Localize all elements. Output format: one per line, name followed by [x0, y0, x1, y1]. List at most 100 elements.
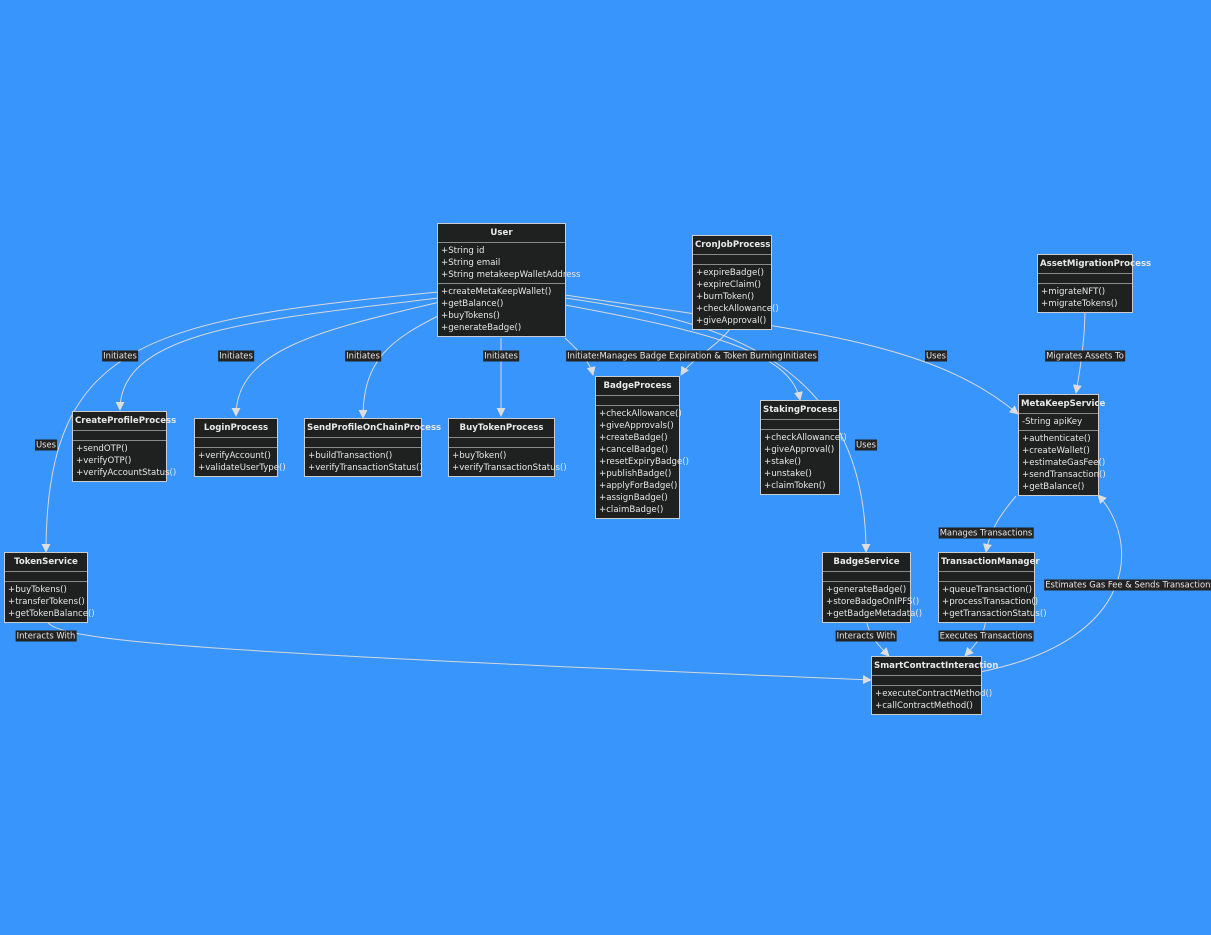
edge-label: Estimates Gas Fee & Sends Transactions [1044, 579, 1211, 591]
edge-label: Initiates [483, 350, 519, 362]
method: +giveApproval() [696, 316, 767, 326]
method: +giveApprovals() [599, 421, 674, 431]
class-attributes [1038, 274, 1132, 284]
edge-label: Uses [924, 350, 948, 362]
method: +storeBadgeOnIPFS() [826, 597, 920, 607]
method: +generateBadge() [441, 323, 522, 333]
edge-metakeep-txmanager [983, 495, 1017, 553]
method: +createMetaKeepWallet() [441, 287, 552, 297]
class-loginprocess[interactable]: LoginProcess +verifyAccount() +validateU… [194, 418, 286, 477]
method: +getBalance() [441, 299, 504, 309]
method: +transferTokens() [8, 597, 85, 607]
method: +assignBadge() [599, 493, 668, 503]
class-attributes: -String apiKey [1019, 414, 1098, 431]
method: +processTransaction() [942, 597, 1039, 607]
class-attributes [596, 396, 679, 406]
class-attributes: +String id +String email +String metakee… [438, 243, 581, 284]
method: +sendTransaction() [1022, 470, 1106, 480]
edge-user-login [231, 301, 441, 417]
class-title: LoginProcess [195, 419, 277, 438]
class-badgeservice[interactable]: BadgeService +generateBadge() +storeBadg… [822, 552, 922, 623]
class-methods: +sendOTP() +verifyOTP() +verifyAccountSt… [73, 441, 177, 481]
method: +generateBadge() [826, 585, 907, 595]
method: +checkAllowance() [764, 433, 847, 443]
method: +estimateGasFee() [1022, 458, 1106, 468]
method: +stake() [764, 457, 801, 467]
edge-label: Initiates [345, 350, 381, 362]
class-methods: +checkAllowance() +giveApprovals() +crea… [596, 406, 689, 518]
class-createprofileprocess[interactable]: CreateProfileProcess +sendOTP() +verifyO… [72, 411, 177, 482]
class-metakeepservice[interactable]: MetaKeepService -String apiKey +authenti… [1018, 394, 1106, 496]
class-attributes [195, 438, 277, 448]
class-title: BuyTokenProcess [449, 419, 554, 438]
edge-user-staking [564, 304, 803, 401]
method: +createWallet() [1022, 446, 1090, 456]
class-methods: +verifyAccount() +validateUserType() [195, 448, 286, 476]
edge-label: Initiates [566, 350, 602, 362]
class-attributes [761, 420, 839, 430]
method: +checkAllowance() [696, 304, 779, 314]
class-title: MetaKeepService [1019, 395, 1105, 414]
class-title: TransactionManager [939, 553, 1040, 572]
edge-label: Manages Badge Expiration & Token Burning [598, 350, 784, 362]
edge-user-metakeep [564, 294, 1019, 415]
class-attributes [872, 676, 981, 686]
method: +verifyTransactionStatus() [308, 463, 423, 473]
class-transactionmanager[interactable]: TransactionManager +queueTransaction() +… [938, 552, 1047, 623]
class-title: TokenService [5, 553, 87, 572]
method: +queueTransaction() [942, 585, 1032, 595]
class-attributes [693, 255, 771, 265]
method: +getTransactionStatus() [942, 609, 1047, 619]
method: +giveApproval() [764, 445, 835, 455]
class-methods: +generateBadge() +storeBadgeOnIPFS() +ge… [823, 582, 922, 622]
method: +buyToken() [452, 451, 507, 461]
method: +getTokenBalance() [8, 609, 95, 619]
method: +verifyOTP() [76, 456, 132, 466]
class-assetmigrationprocess[interactable]: AssetMigrationProcess +migrateNFT() +mig… [1037, 254, 1151, 313]
method: +sendOTP() [76, 444, 128, 454]
class-methods: +buyToken() +verifyTransactionStatus() [449, 448, 567, 476]
method: +getBalance() [1022, 482, 1085, 492]
edge-label: Interacts With [835, 630, 897, 642]
method: +cancelBadge() [599, 445, 669, 455]
method: +applyForBadge() [599, 481, 678, 491]
method: +verifyAccountStatus() [76, 468, 177, 478]
class-attributes [73, 431, 166, 441]
class-methods: +buildTransaction() +verifyTransactionSt… [305, 448, 423, 476]
method: +migrateTokens() [1041, 299, 1118, 309]
edge-label: Manages Transactions [938, 527, 1034, 539]
edge-label: Initiates [102, 350, 138, 362]
class-tokenservice[interactable]: TokenService +buyTokens() +transferToken… [4, 552, 95, 623]
class-buytokenprocess[interactable]: BuyTokenProcess +buyToken() +verifyTrans… [448, 418, 567, 477]
class-methods: +checkAllowance() +giveApproval() +stake… [761, 430, 847, 494]
method: +validateUserType() [198, 463, 286, 473]
edge-label: Migrates Assets To [1045, 350, 1125, 362]
class-sendprofileonchainprocess[interactable]: SendProfileOnChainProcess +buildTransact… [304, 418, 441, 477]
class-title: BadgeService [823, 553, 910, 572]
class-smartcontractinteraction[interactable]: SmartContractInteraction +executeContrac… [871, 656, 998, 715]
method: +executeContractMethod() [875, 689, 993, 699]
class-attributes [5, 572, 87, 582]
edge-label: Uses [34, 439, 58, 451]
attribute: +String metakeepWalletAddress [441, 270, 581, 280]
class-methods: +expireBadge() +expireClaim() +burnToken… [693, 265, 779, 329]
class-badgeprocess[interactable]: BadgeProcess +checkAllowance() +giveAppr… [595, 376, 689, 519]
class-cronjobprocess[interactable]: CronJobProcess +expireBadge() +expireCla… [692, 235, 779, 330]
method: +unstake() [764, 469, 812, 479]
edge-token-smart [45, 617, 872, 685]
method: +checkAllowance() [599, 409, 682, 419]
method: +verifyAccount() [198, 451, 271, 461]
class-methods: +queueTransaction() +processTransaction(… [939, 582, 1047, 622]
class-title: AssetMigrationProcess [1038, 255, 1151, 274]
method: +expireClaim() [696, 280, 762, 290]
method: +claimBadge() [599, 505, 664, 515]
edge-label: Executes Transactions [938, 630, 1034, 642]
class-title: SendProfileOnChainProcess [305, 419, 441, 438]
class-user[interactable]: User +String id +String email +String me… [437, 223, 581, 337]
method: +callContractMethod() [875, 701, 973, 711]
class-methods: +createMetaKeepWallet() +getBalance() +b… [438, 284, 565, 336]
attribute: -String apiKey [1022, 417, 1083, 427]
class-stakingprocess[interactable]: StakingProcess +checkAllowance() +giveAp… [760, 400, 847, 495]
class-attributes [449, 438, 554, 448]
edge-label: Interacts With [15, 630, 77, 642]
